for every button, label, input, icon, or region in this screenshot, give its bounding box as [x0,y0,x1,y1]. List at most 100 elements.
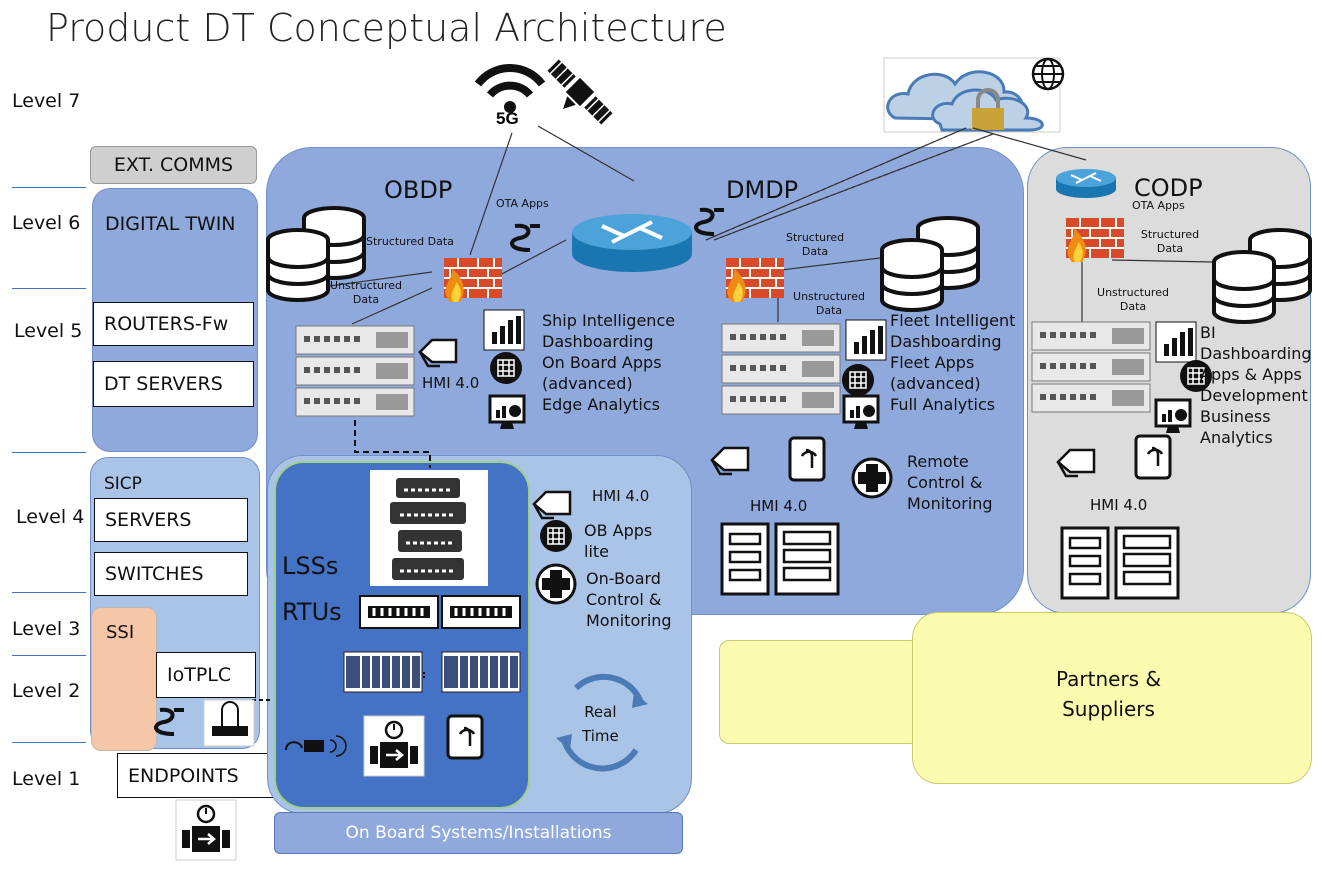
ota-link [705,127,994,241]
sicp-label: SICP [104,474,142,494]
dmdp-hmi-hand-icon [710,446,750,476]
level-1-label: Level 1 [12,768,81,790]
ob-apps-icon [539,519,573,553]
real-time-cycle-icon [556,673,648,772]
level-divider [12,592,86,593]
5g-wifi-icon [474,64,546,113]
digital-twin-label: DIGITAL TWIN [105,213,236,235]
level-3-label: Level 3 [12,618,81,640]
onboard-control-label: On-Board Control & Monitoring [586,569,672,630]
servers-box: SERVERS [94,498,248,542]
obdp-hmi-icon [418,338,458,368]
level-divider [12,655,86,656]
codp-title: CODP [1134,174,1203,202]
codp-ota-label: OTA Apps [1132,199,1185,212]
network-switch-stack-icon [370,470,488,586]
lan-link [354,420,431,468]
dmdp-database-icon [882,218,978,310]
dmdp-dashboard-icon [845,319,887,361]
dmdp-unstructured-label: Unstructured Data [793,290,865,317]
ext-comms-box: EXT. COMMS [90,146,257,184]
codp-analytics-icon [1154,398,1192,435]
lsss-label: LSSs [282,552,339,580]
globe-icon [1031,57,1065,91]
dmdp-title: DMDP [726,176,799,204]
obdp-unstructured-label: Unstructured Data [330,279,402,306]
real-time-label: Real Time [582,703,619,745]
codp-apps-list: BI Dashboarding Apps & Apps Development … [1200,323,1312,447]
page-title: Product DT Conceptual Architecture [46,6,727,50]
codp-dashboard-icon [1155,321,1197,363]
obdp-ota-label: OTA Apps [496,197,549,210]
obdp-firewall-icon [443,257,503,303]
dmdp-server-rack-icon [721,323,841,415]
plc-icon [343,651,423,693]
endpoint-meter-icon [174,798,238,862]
dmdp-cabinet-icon [720,522,840,596]
dmdp-hmi-label: HMI 4.0 [750,497,808,515]
obdp-dashboard-icon [483,309,525,351]
partners-box-back [719,640,921,744]
onboard-hmi-label: HMI 4.0 [592,487,650,505]
dmdp-apps-list: Fleet Intelligent Dashboarding Fleet App… [890,311,1016,414]
plc-icon [441,651,521,693]
codp-database-icon [1214,230,1310,322]
level-4-label: Level 4 [16,506,85,528]
flow-meter-icon [362,714,426,778]
codp-hmi-label: HMI 4.0 [1090,496,1148,514]
codp-hmi-hand-icon [1056,448,1096,478]
level-divider [12,288,86,289]
ota-icon [510,223,540,252]
dmdp-tablet-icon [788,436,826,482]
cloud-icon [883,57,1061,133]
level-divider [12,187,86,188]
rtus-label: RTUs [282,598,342,626]
partners-label: Partners & Suppliers [1056,667,1162,721]
level-2-label: Level 2 [12,680,81,702]
satellite-icon [547,59,613,125]
obdp-title: OBDP [384,176,453,204]
iotplc-box: IoTPLC [156,652,256,698]
ssi-label: SSI [106,622,135,643]
codp-unstructured-label: Unstructured Data [1097,286,1169,313]
partners-box [912,612,1312,784]
ota-icon [694,207,724,236]
obdp-hmi-label: HMI 4.0 [422,374,480,392]
dmdp-analytics-icon [842,394,880,431]
level-7-label: Level 7 [12,90,81,112]
level-divider [12,742,86,743]
obdp-server-rack-icon [295,325,415,417]
core-router-icon [570,212,694,274]
codp-server-rack-icon [1031,321,1151,413]
obdp-apps-icon [489,351,523,385]
ssi-box [91,607,157,751]
switch-icon [440,594,522,630]
level-6-label: Level 6 [12,212,81,234]
onboard-footer: On Board Systems/Installations [274,812,683,854]
ob-apps-label: OB Apps lite [584,521,653,561]
dt-servers-box: DT SERVERS [93,361,254,407]
dmdp-remote-label: Remote Control & Monitoring [907,452,993,513]
dmdp-apps-icon [841,363,875,397]
obdp-apps-list: Ship Intelligence Dashboarding On Board … [542,311,676,414]
switches-box: SWITCHES [94,552,248,596]
codp-cabinet-icon [1060,526,1180,600]
network-link [469,125,1087,256]
codp-router-icon [1055,168,1117,199]
level-5-label: Level 5 [14,320,83,342]
level-divider [12,452,86,453]
dmdp-remote-control-icon [851,457,893,499]
codp-structured-label: Structured Data [1140,228,1200,255]
codp-tablet-icon [1134,434,1172,480]
switch-icon [358,594,440,630]
onboard-hmi-icon [532,490,572,520]
iot-router-icon [203,699,255,747]
onboard-tablet-icon [446,714,484,760]
dmdp-structured-label: Structured Data [786,231,845,258]
onboard-control-icon [535,563,577,605]
obdp-structured-label: Structured Data [366,235,454,248]
codp-firewall-icon [1065,217,1125,263]
ota-icon [154,707,184,736]
5g-label: 5G [496,109,519,128]
